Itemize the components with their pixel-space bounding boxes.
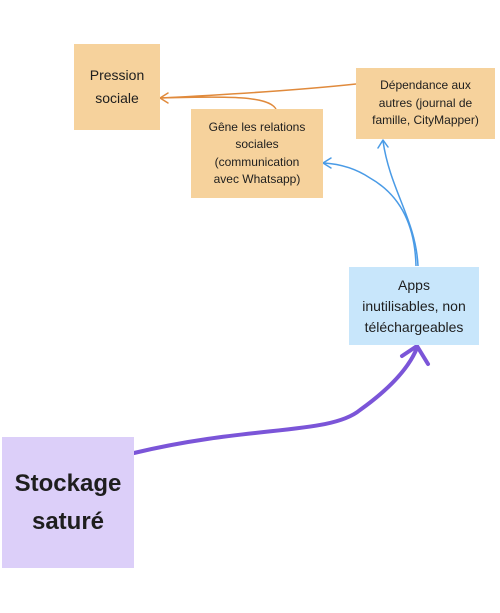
edge-apps-to-gene-arrowhead [322, 157, 332, 169]
edge-apps-to-gene [323, 162, 417, 267]
node-dependance-aux-autres[interactable]: Dépendance aux autres (journal de famill… [356, 68, 495, 139]
edge-dependance-to-pression [159, 83, 357, 99]
node-dependance-aux-autres-label: Dépendance aux autres (journal de famill… [372, 78, 479, 128]
node-pression-sociale[interactable]: Pression sociale [74, 44, 160, 130]
node-apps-inutilisables[interactable]: Apps inutilisables, non téléchargeables [349, 267, 479, 345]
node-stockage-sature-label: Stockage saturé [14, 470, 122, 535]
edge-gene-to-pression [159, 96, 277, 110]
node-stockage-sature[interactable]: Stockage saturé [2, 437, 134, 568]
node-apps-inutilisables-label: Apps inutilisables, non téléchargeables [362, 276, 466, 335]
node-gene-relations-sociales[interactable]: Gêne les relations sociales (communicati… [191, 109, 323, 198]
edge-to-pression-arrowhead [159, 92, 169, 104]
edge-stockage-to-apps-arrowhead [400, 344, 430, 366]
node-pression-sociale-label: Pression sociale [89, 66, 145, 106]
edge-apps-to-dependance-arrowhead [377, 139, 389, 149]
node-gene-relations-sociales-label: Gêne les relations sociales (communicati… [208, 119, 306, 186]
edge-stockage-to-apps [132, 346, 419, 455]
edge-apps-to-dependance [382, 140, 419, 267]
